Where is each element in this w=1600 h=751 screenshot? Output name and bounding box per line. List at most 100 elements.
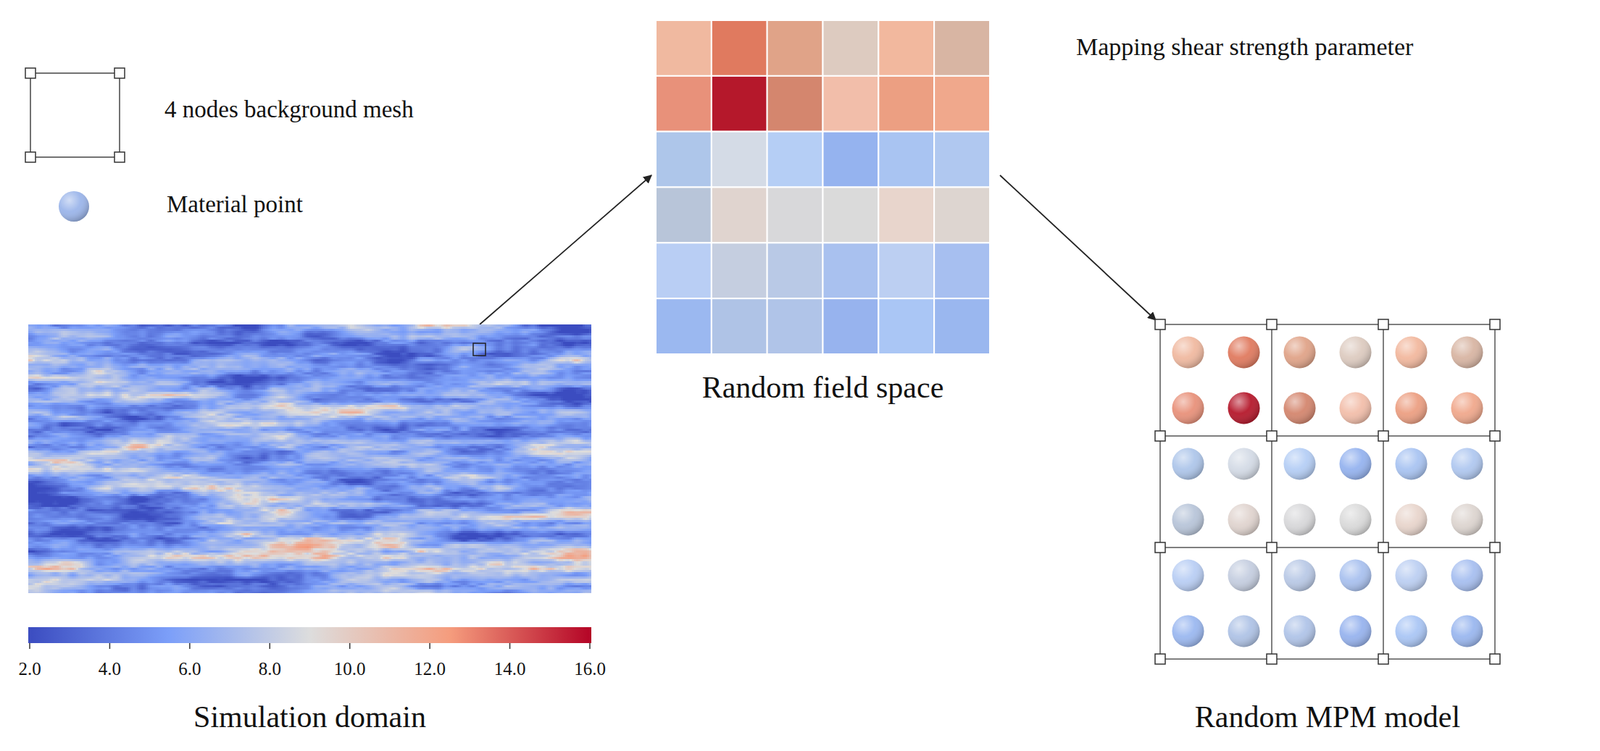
- field-cell: [878, 131, 935, 188]
- material-point: [1172, 560, 1205, 593]
- mesh-node: [1378, 654, 1389, 665]
- material-point-shade: [1451, 392, 1484, 425]
- material-point: [1228, 560, 1261, 593]
- material-point: [1395, 615, 1428, 648]
- edge-label: Mapping shear strength parameter: [1076, 33, 1414, 61]
- field-cell: [823, 20, 879, 77]
- field-cell: [655, 20, 712, 77]
- mesh-line: [1160, 323, 1495, 326]
- mesh-line: [1160, 547, 1495, 549]
- arrow-connector: [1000, 175, 1156, 321]
- material-point-shade: [1339, 615, 1372, 648]
- colorbar-tick-label: 4.0: [98, 659, 122, 680]
- simulation-domain-panel: Simulation domain2.04.06.08.010.012.014.…: [28, 324, 592, 745]
- colorbar-tick-label: 16.0: [573, 659, 606, 680]
- field-cell: [767, 242, 824, 299]
- mpm-model-panel: Random MPM model: [1160, 324, 1495, 738]
- material-point: [1228, 336, 1261, 369]
- material-point-shade: [1172, 504, 1205, 537]
- material-point: [1284, 615, 1316, 648]
- material-point: [1451, 615, 1484, 648]
- field-cell: [655, 131, 712, 188]
- field-cell: [878, 20, 935, 77]
- mesh-node: [1378, 542, 1389, 553]
- material-point: [1339, 448, 1372, 481]
- material-point: [1172, 504, 1205, 537]
- colorbar-tick: [269, 643, 272, 650]
- random-field-grid: [655, 20, 990, 355]
- colorbar-tick-label: 14.0: [494, 659, 527, 680]
- material-point-shade: [1172, 560, 1205, 593]
- material-point: [1451, 560, 1484, 593]
- material-point-shade: [1451, 336, 1484, 369]
- field-cell: [655, 187, 712, 244]
- mesh-node: [1489, 431, 1500, 442]
- material-point: [1339, 336, 1372, 369]
- field-cell: [823, 187, 879, 244]
- material-point: [1284, 504, 1316, 537]
- panel-caption: Random field space: [655, 370, 990, 406]
- colorbar-tick: [349, 643, 351, 650]
- material-point: [1339, 504, 1372, 537]
- colorbar-tick-label: 2.0: [18, 659, 41, 680]
- mesh-legend-symbol: [25, 68, 125, 163]
- material-point: [1228, 615, 1261, 648]
- material-point-shade: [1395, 504, 1428, 537]
- material-point: [1339, 615, 1372, 648]
- mesh-node: [1378, 319, 1389, 330]
- mesh-line: [1494, 324, 1496, 660]
- material-point: [1451, 448, 1484, 481]
- field-cell: [767, 131, 824, 188]
- material-point-shade: [1339, 336, 1372, 369]
- colorbar-tick: [589, 643, 591, 650]
- material-point-shade: [1284, 560, 1316, 593]
- colorbar-tick: [28, 643, 31, 650]
- mesh-node: [1489, 654, 1500, 665]
- field-cell: [934, 298, 990, 355]
- field-cell: [878, 187, 935, 244]
- material-point-shade: [1284, 504, 1316, 537]
- legend-text: 4 nodes background mesh: [164, 96, 414, 124]
- field-cell: [934, 187, 990, 244]
- material-point-shade: [1339, 392, 1372, 425]
- material-point-shade: [1172, 336, 1205, 369]
- field-cell: [711, 131, 768, 188]
- field-cell: [711, 298, 768, 355]
- field-cell: [655, 242, 712, 299]
- field-cell: [767, 20, 824, 77]
- material-point: [1172, 615, 1205, 648]
- panel-caption: Random MPM model: [1160, 700, 1495, 735]
- material-point: [1339, 392, 1372, 425]
- field-cell: [934, 131, 990, 188]
- arrow-connector: [479, 175, 652, 325]
- field-cell: [934, 242, 990, 299]
- material-point: [1284, 448, 1316, 481]
- field-cell: [878, 242, 935, 299]
- field-cell: [878, 76, 935, 132]
- mesh-node: [1489, 542, 1500, 553]
- mesh-node: [1489, 319, 1500, 330]
- material-point-shade: [1172, 615, 1205, 648]
- material-point-shade: [1228, 560, 1261, 593]
- material-point: [1395, 504, 1428, 537]
- material-point: [1172, 448, 1205, 481]
- mesh-node: [1266, 319, 1277, 330]
- mesh-node: [1155, 319, 1166, 330]
- material-point: [1284, 560, 1316, 593]
- colorbar-tick-label: 10.0: [334, 659, 366, 680]
- colorbar-tick-label: 6.0: [178, 659, 201, 680]
- mesh-node: [1378, 431, 1389, 442]
- panel-caption: Simulation domain: [28, 700, 592, 735]
- material-point-legend-symbol: [58, 191, 90, 222]
- colorbar-tick: [509, 643, 511, 650]
- material-point-shade: [1451, 504, 1484, 537]
- mesh-node: [1155, 654, 1166, 665]
- material-point-shade: [1284, 615, 1316, 648]
- material-point: [1451, 504, 1484, 537]
- field-cell: [767, 298, 824, 355]
- material-point-shade: [1451, 560, 1484, 593]
- material-point-shade: [1451, 448, 1484, 481]
- colorbar-tick-label: 12.0: [413, 659, 446, 680]
- mesh-node: [1266, 542, 1277, 553]
- material-point: [1228, 448, 1261, 481]
